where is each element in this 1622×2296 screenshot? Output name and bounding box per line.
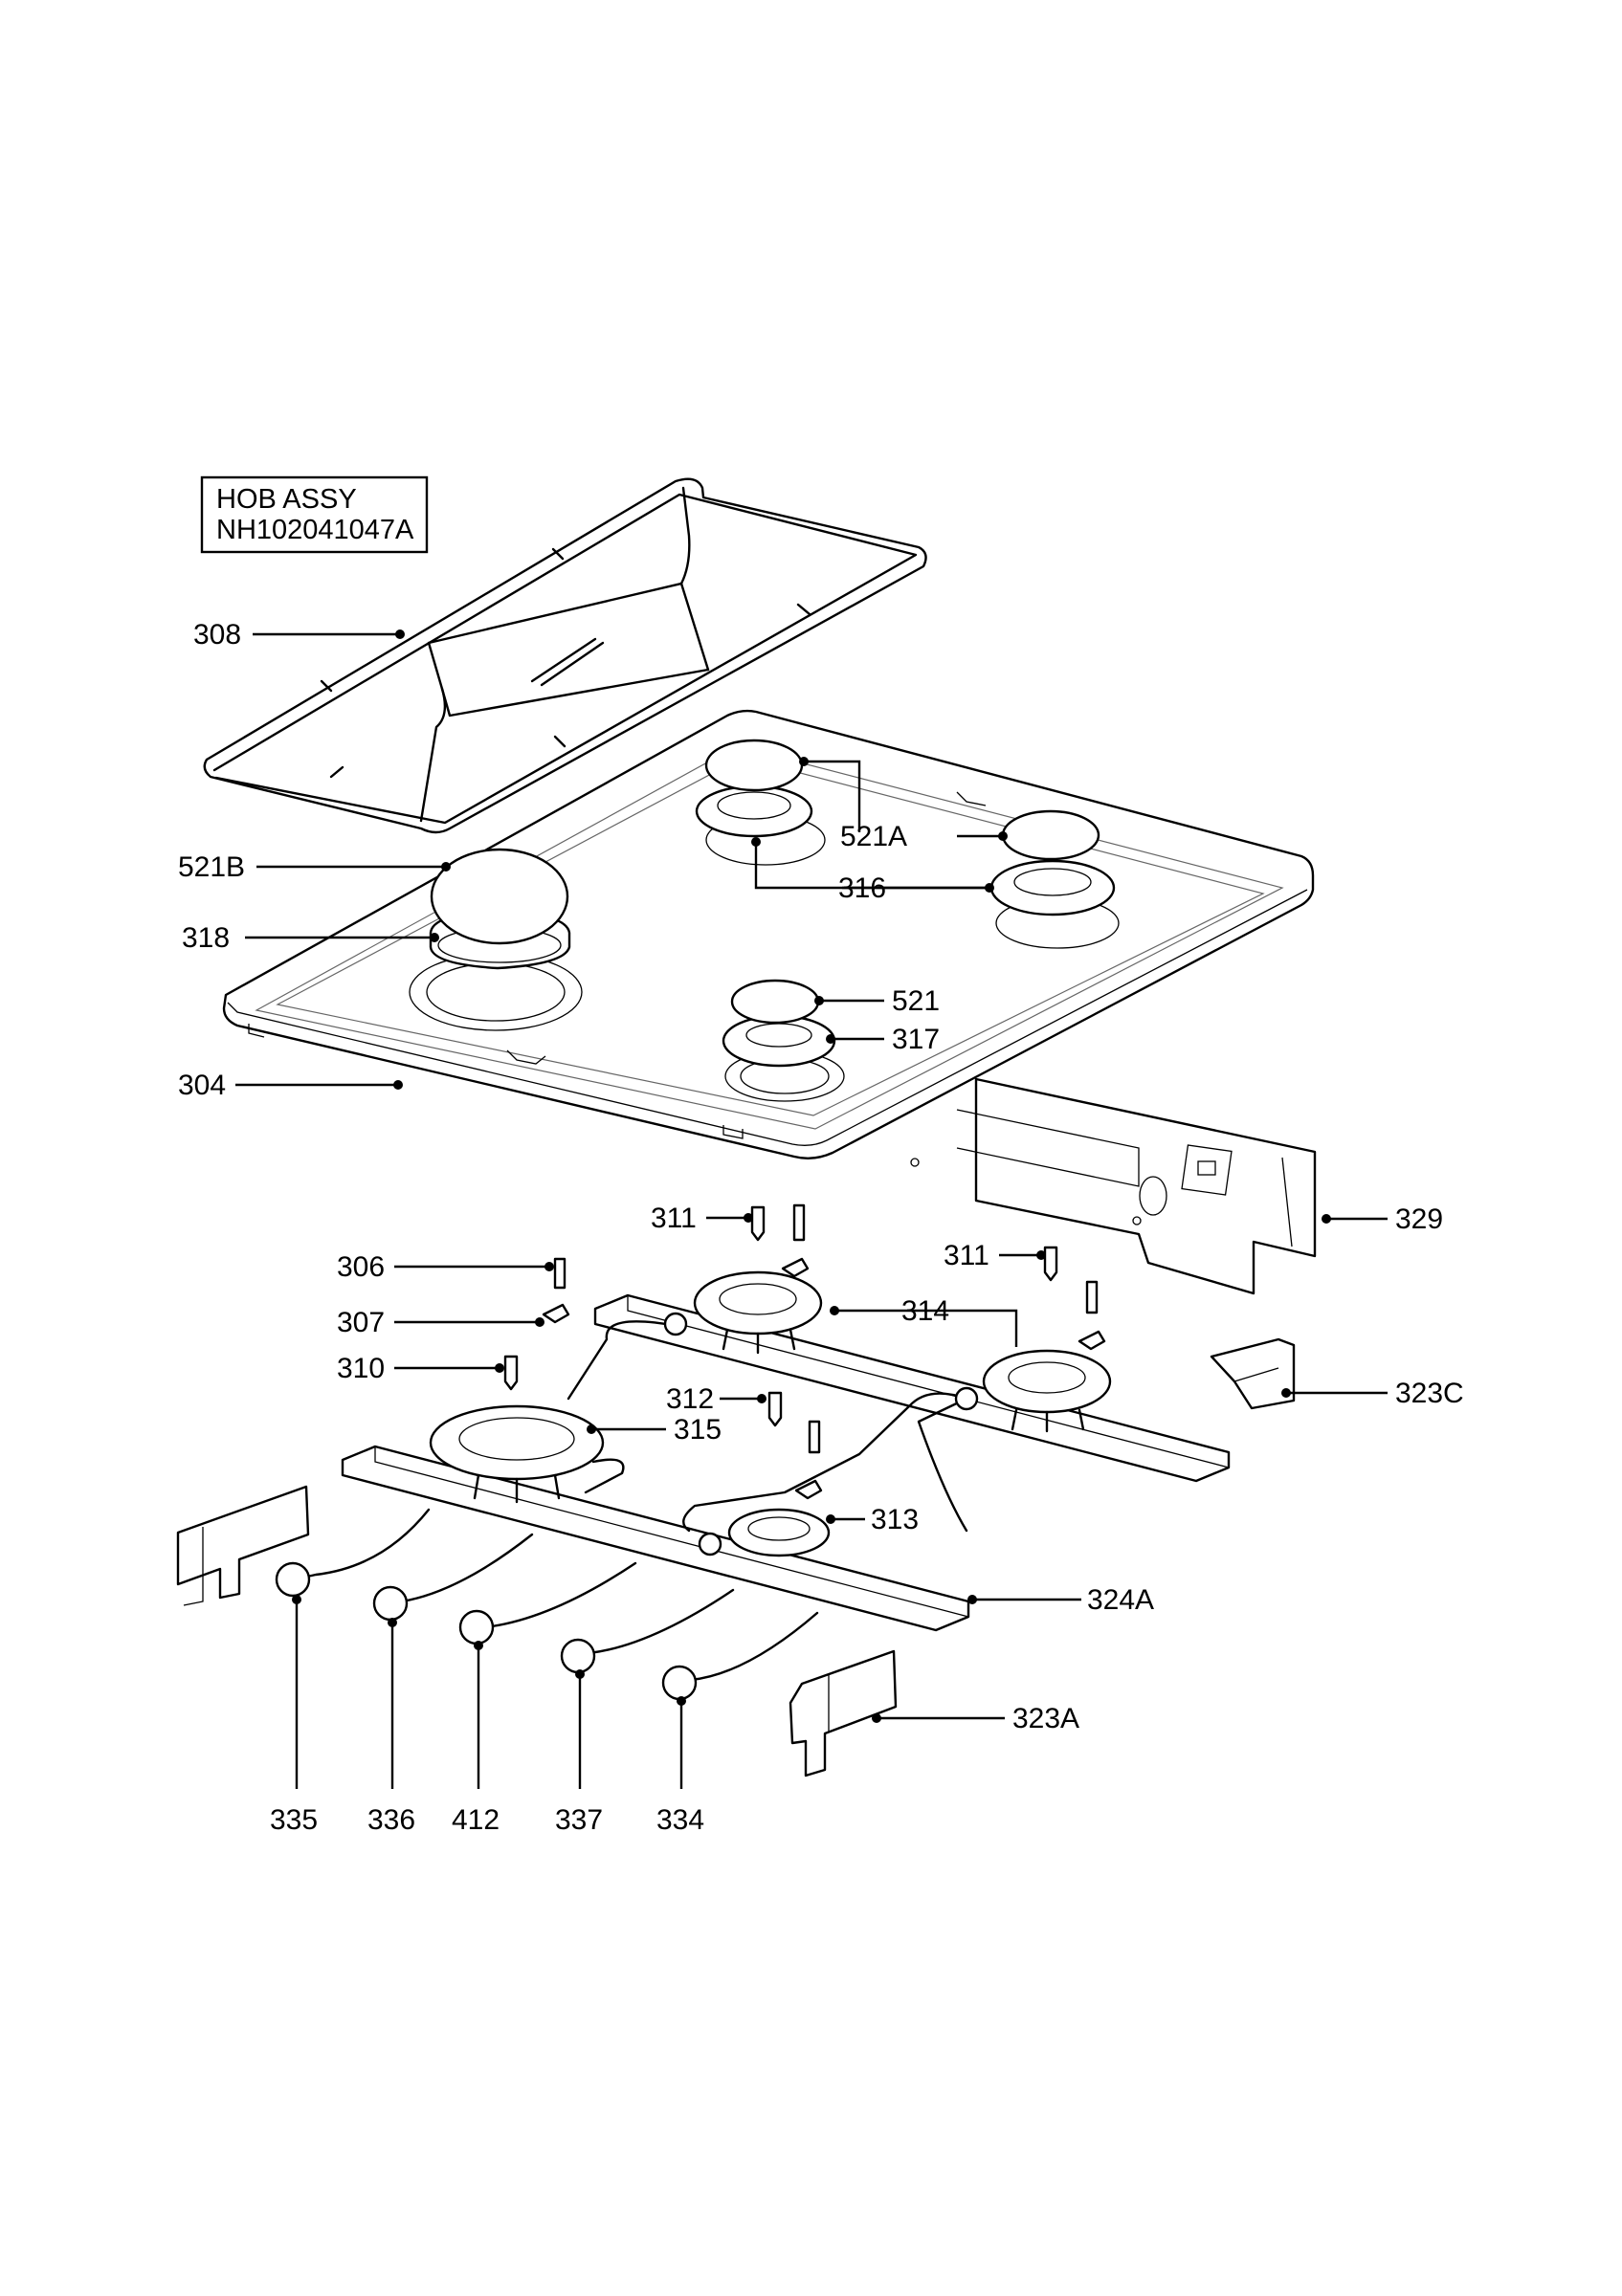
pan-support-drawing [203,477,927,834]
label-334: 334 [656,1804,704,1836]
label-412: 412 [452,1804,500,1836]
label-324A: 324A [1087,1584,1154,1616]
label-310: 310 [337,1353,385,1384]
label-336: 336 [367,1804,415,1836]
label-314: 314 [901,1295,949,1327]
label-308: 308 [193,619,241,651]
label-312: 312 [666,1383,714,1415]
label-521B: 521B [178,851,245,883]
label-304: 304 [178,1070,226,1101]
injectors-drawing [503,1203,1106,1500]
label-307: 307 [337,1307,385,1338]
part-labels: 308 521B 318 304 521A 316 521 317 329 31… [178,619,1464,1836]
label-317: 317 [892,1024,940,1055]
label-311-left: 311 [651,1203,697,1234]
label-306: 306 [337,1251,385,1283]
label-329: 329 [1395,1203,1443,1235]
label-315: 315 [674,1414,722,1446]
title-box: HOB ASSY NH102041047A [200,475,429,554]
label-521A: 521A [840,821,907,852]
label-316: 316 [838,872,886,904]
gas-manifold-drawing [275,1270,1231,1701]
title-line-2: NH102041047A [216,515,414,545]
label-521: 521 [892,985,940,1017]
small-burner-drawing [722,979,836,1068]
label-313: 313 [871,1504,919,1535]
rear-burner-drawing [695,739,813,838]
bracket-323C-drawing [1210,1337,1296,1410]
label-318: 318 [182,922,230,954]
leader-lines [235,629,1388,1789]
title-line-1: HOB ASSY [216,484,357,515]
label-323A: 323A [1012,1703,1079,1734]
rear-panel-drawing [910,1077,1317,1295]
label-335: 335 [270,1804,318,1836]
label-323C: 323C [1395,1378,1464,1409]
label-337: 337 [555,1804,603,1836]
left-bracket-drawing [176,1485,310,1606]
bracket-323A-drawing [789,1649,898,1777]
label-311-right: 311 [944,1240,989,1271]
large-burner-drawing [429,848,571,970]
